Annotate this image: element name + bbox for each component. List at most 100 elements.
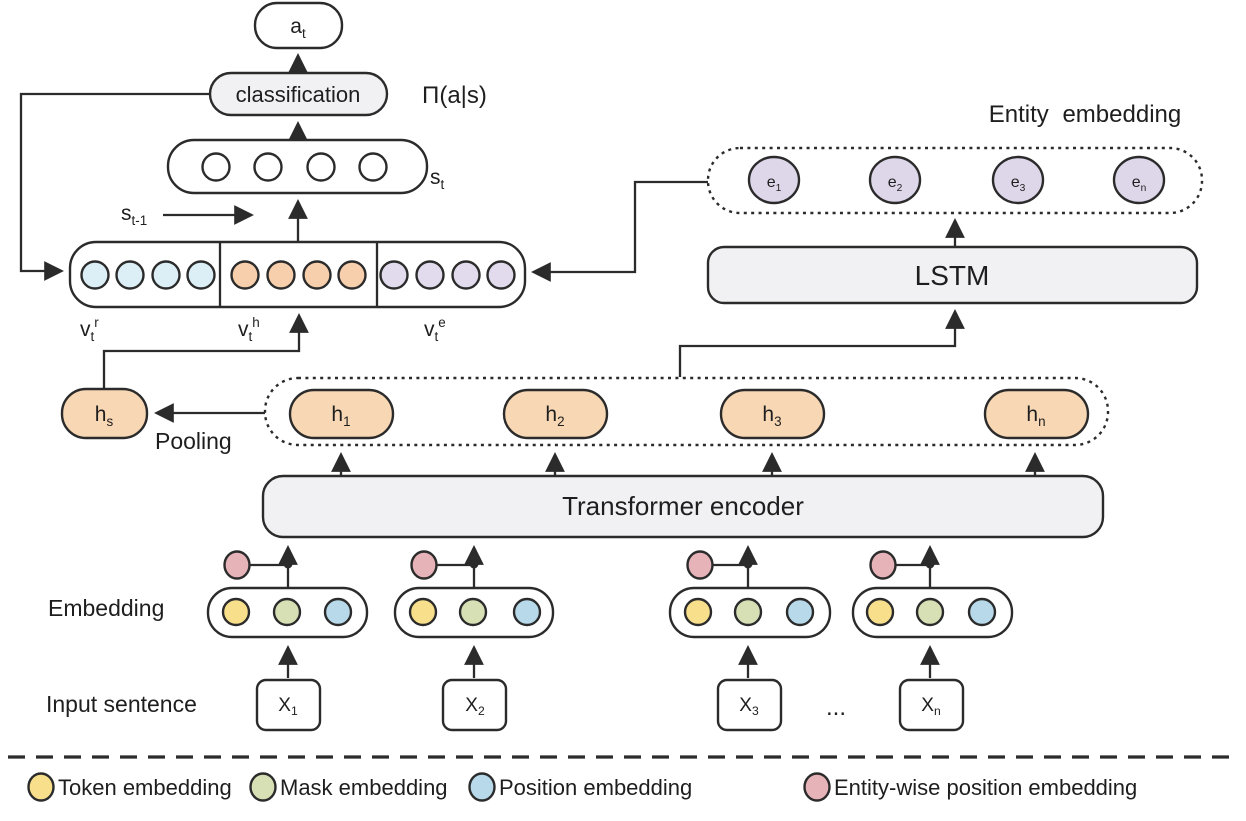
input-token-box-x2: [441, 678, 508, 732]
policy-label: Π(a|s): [422, 82, 487, 109]
vector-cell: [451, 260, 481, 290]
entity-cell-label: e2: [888, 174, 903, 194]
vector-label-h: vth: [238, 315, 260, 344]
vector-cell: [115, 260, 145, 290]
input-token-box-x1: [255, 678, 322, 732]
vector-cells-relation: [80, 260, 216, 290]
legend-entity-position-circle: [803, 772, 831, 802]
state-vector-node: [166, 138, 429, 195]
hidden-node-hn: [983, 388, 1090, 440]
vector-cell: [151, 260, 181, 290]
input-token-label: X2: [465, 695, 485, 718]
entity-embedding-container: [706, 146, 1204, 215]
classification-box: [208, 71, 389, 117]
embedding-row-label: Embedding: [48, 595, 164, 621]
input-token-label: X3: [739, 695, 759, 718]
vector-cell: [415, 260, 445, 290]
entity-cell: [868, 155, 922, 205]
state-cell: [201, 152, 231, 182]
token-embedding-circle: [408, 597, 438, 627]
position-embedding-circle: [323, 597, 353, 627]
lstm-box: [706, 245, 1199, 305]
line-pooled-to-vector: [102, 313, 309, 388]
position-embedding-circle: [512, 597, 542, 627]
mask-embedding-circle: [272, 597, 302, 627]
embedding-group-1: X1: [206, 550, 369, 732]
legend-mask-circle: [249, 772, 277, 802]
token-embedding-circle: [221, 597, 251, 627]
mask-embedding-circle: [458, 597, 488, 627]
pooling-label: Pooling: [155, 428, 232, 454]
action-label: at: [290, 15, 306, 41]
lstm-label: LSTM: [915, 260, 990, 291]
entity-cell-label: en: [1132, 174, 1147, 194]
embedding-group-n: Xn: [851, 550, 1014, 732]
hidden-label-h2: h2: [545, 403, 564, 429]
line-hidden-to-lstm: [678, 309, 965, 377]
entity-cell: [1112, 155, 1166, 205]
position-embedding-circle: [785, 597, 815, 627]
entity-position-embedding-circle: [223, 550, 251, 580]
junction-dot-3: [743, 559, 753, 569]
pooled-label-hs: hs: [95, 403, 114, 429]
entity-cell: [747, 155, 801, 205]
legend-entity-position-label: Entity-wise position embedding: [834, 775, 1137, 800]
vector-cell: [337, 260, 367, 290]
junction-dot-2: [469, 559, 479, 569]
vector-cell: [230, 260, 260, 290]
legend: Token embedding Mask embedding Position …: [27, 772, 1137, 802]
entity-position-embedding-circle: [410, 550, 438, 580]
state-label: st: [430, 166, 445, 192]
legend-position-label: Position embedding: [499, 775, 692, 800]
junction-dot-1: [283, 559, 293, 569]
connector-lines: [19, 53, 1045, 678]
state-cells: [201, 152, 388, 182]
vector-cell: [379, 260, 409, 290]
hidden-node-h1: [288, 388, 395, 440]
entity-title: Entity embedding: [989, 101, 1181, 128]
legend-token-label: Token embedding: [58, 775, 232, 800]
vector-cell: [186, 260, 216, 290]
entity-cell-label: e3: [1011, 174, 1026, 194]
legend-mask-label: Mask embedding: [280, 775, 448, 800]
pooled-node-hs: [60, 387, 149, 440]
transformer-label: Transformer encoder: [562, 491, 804, 521]
vector-cell: [302, 260, 332, 290]
hidden-node-h3: [719, 388, 826, 440]
vector-cells-hidden: [230, 260, 367, 290]
state-cell: [253, 152, 283, 182]
input-sentence-label: Input sentence: [46, 691, 197, 717]
junction-dot-n: [925, 559, 935, 569]
input-token-box-x3: [716, 678, 783, 732]
embedding-group-3: X3: [668, 550, 832, 732]
classification-label: classification: [236, 82, 361, 107]
hidden-label-h1: h1: [331, 403, 350, 429]
token-embedding-circle: [865, 597, 895, 627]
vector-cells-entity: [379, 260, 516, 290]
vector-cell: [80, 260, 110, 290]
prev-state-label: st-1: [121, 202, 147, 228]
position-embedding-circle: [967, 597, 997, 627]
token-embedding-circle: [683, 597, 713, 627]
hidden-node-h2: [502, 388, 609, 440]
hidden-states-container: [263, 376, 1110, 447]
mask-embedding-circle: [733, 597, 763, 627]
entity-cell: [991, 155, 1045, 205]
mask-embedding-circle: [915, 597, 945, 627]
feedback-line-classification-to-vector: [19, 92, 210, 281]
concat-vector-box: [68, 240, 527, 309]
vector-cell: [486, 260, 516, 290]
input-token-label: X1: [278, 695, 298, 718]
legend-token-circle: [27, 772, 55, 802]
entity-cells: [747, 155, 1166, 205]
input-token-label: Xn: [921, 695, 940, 718]
hidden-label-hn: hn: [1026, 403, 1045, 429]
embedding-group-2: X2: [393, 550, 555, 732]
vector-cell: [266, 260, 296, 290]
vector-label-r: vtr: [80, 315, 99, 344]
entity-cell-label: e1: [767, 174, 782, 194]
vector-label-e: vte: [424, 315, 446, 344]
entity-position-embedding-circle: [686, 550, 714, 580]
